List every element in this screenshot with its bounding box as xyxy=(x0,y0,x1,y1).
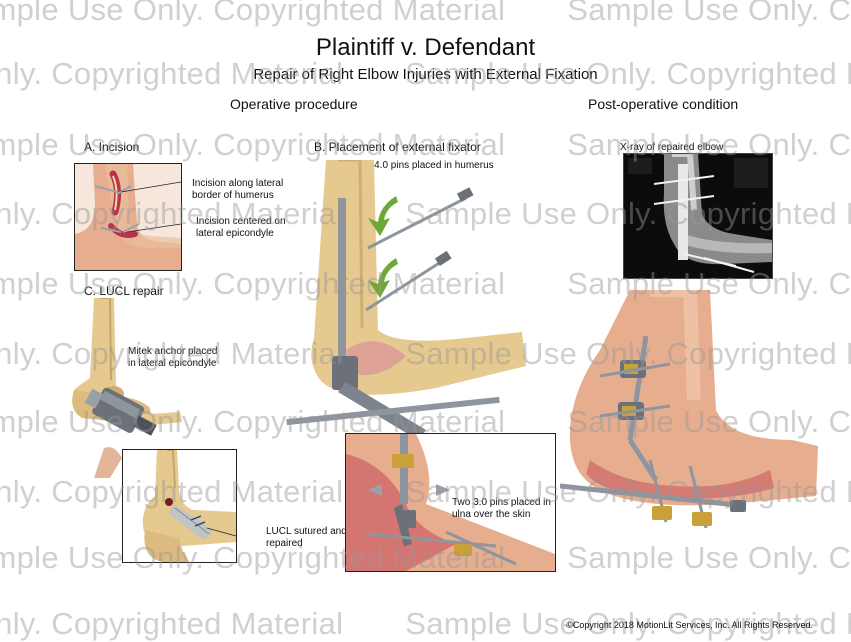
panel-a-label: A. Incision xyxy=(84,140,140,154)
panel-b-label: B. Placement of external fixator xyxy=(314,140,481,154)
fixator-note-humerus-pins: Two 4.0 pins placed in humerus xyxy=(353,160,494,171)
column-heading-operative: Operative procedure xyxy=(230,96,358,112)
column-heading-postop: Post-operative condition xyxy=(588,96,739,112)
lucl-suture-drawing xyxy=(123,450,236,562)
incision-illustration xyxy=(74,163,182,271)
postop-elbow-fixator-illustration xyxy=(560,290,818,529)
xray-label: X-ray of repaired elbow xyxy=(620,142,724,153)
page-subtitle: Repair of Right Elbow Injuries with Exte… xyxy=(253,66,598,83)
xray-image xyxy=(623,153,773,279)
incision-note-epicondyle: Incision centered on lateral epicondyle xyxy=(196,216,286,239)
panel-c-label: C. LUCL repair xyxy=(84,284,164,298)
fixator-ulna-inset xyxy=(345,433,556,572)
fixator-placement-illustration xyxy=(286,160,526,440)
incision-drawing xyxy=(75,164,181,270)
fixator-note-ulna-pins: Two 3.0 pins placed in ulna over the ski… xyxy=(452,497,551,520)
lucl-note-sutured: LUCL sutured and repaired xyxy=(266,526,347,549)
lucl-detail-inset xyxy=(122,449,237,563)
copyright-notice: ©Copyright 2018 MotionLit Services, Inc.… xyxy=(566,620,813,630)
ulna-pins-drawing xyxy=(346,434,555,571)
lucl-note-anchor: Mitek anchor placed in lateral epicondyl… xyxy=(128,346,218,369)
page-title: Plaintiff v. Defendant xyxy=(315,34,536,61)
xray-drawing xyxy=(624,154,772,278)
lucl-anchor-illustration xyxy=(72,298,182,478)
incision-note-humerus: Incision along lateral border of humerus xyxy=(192,178,284,201)
